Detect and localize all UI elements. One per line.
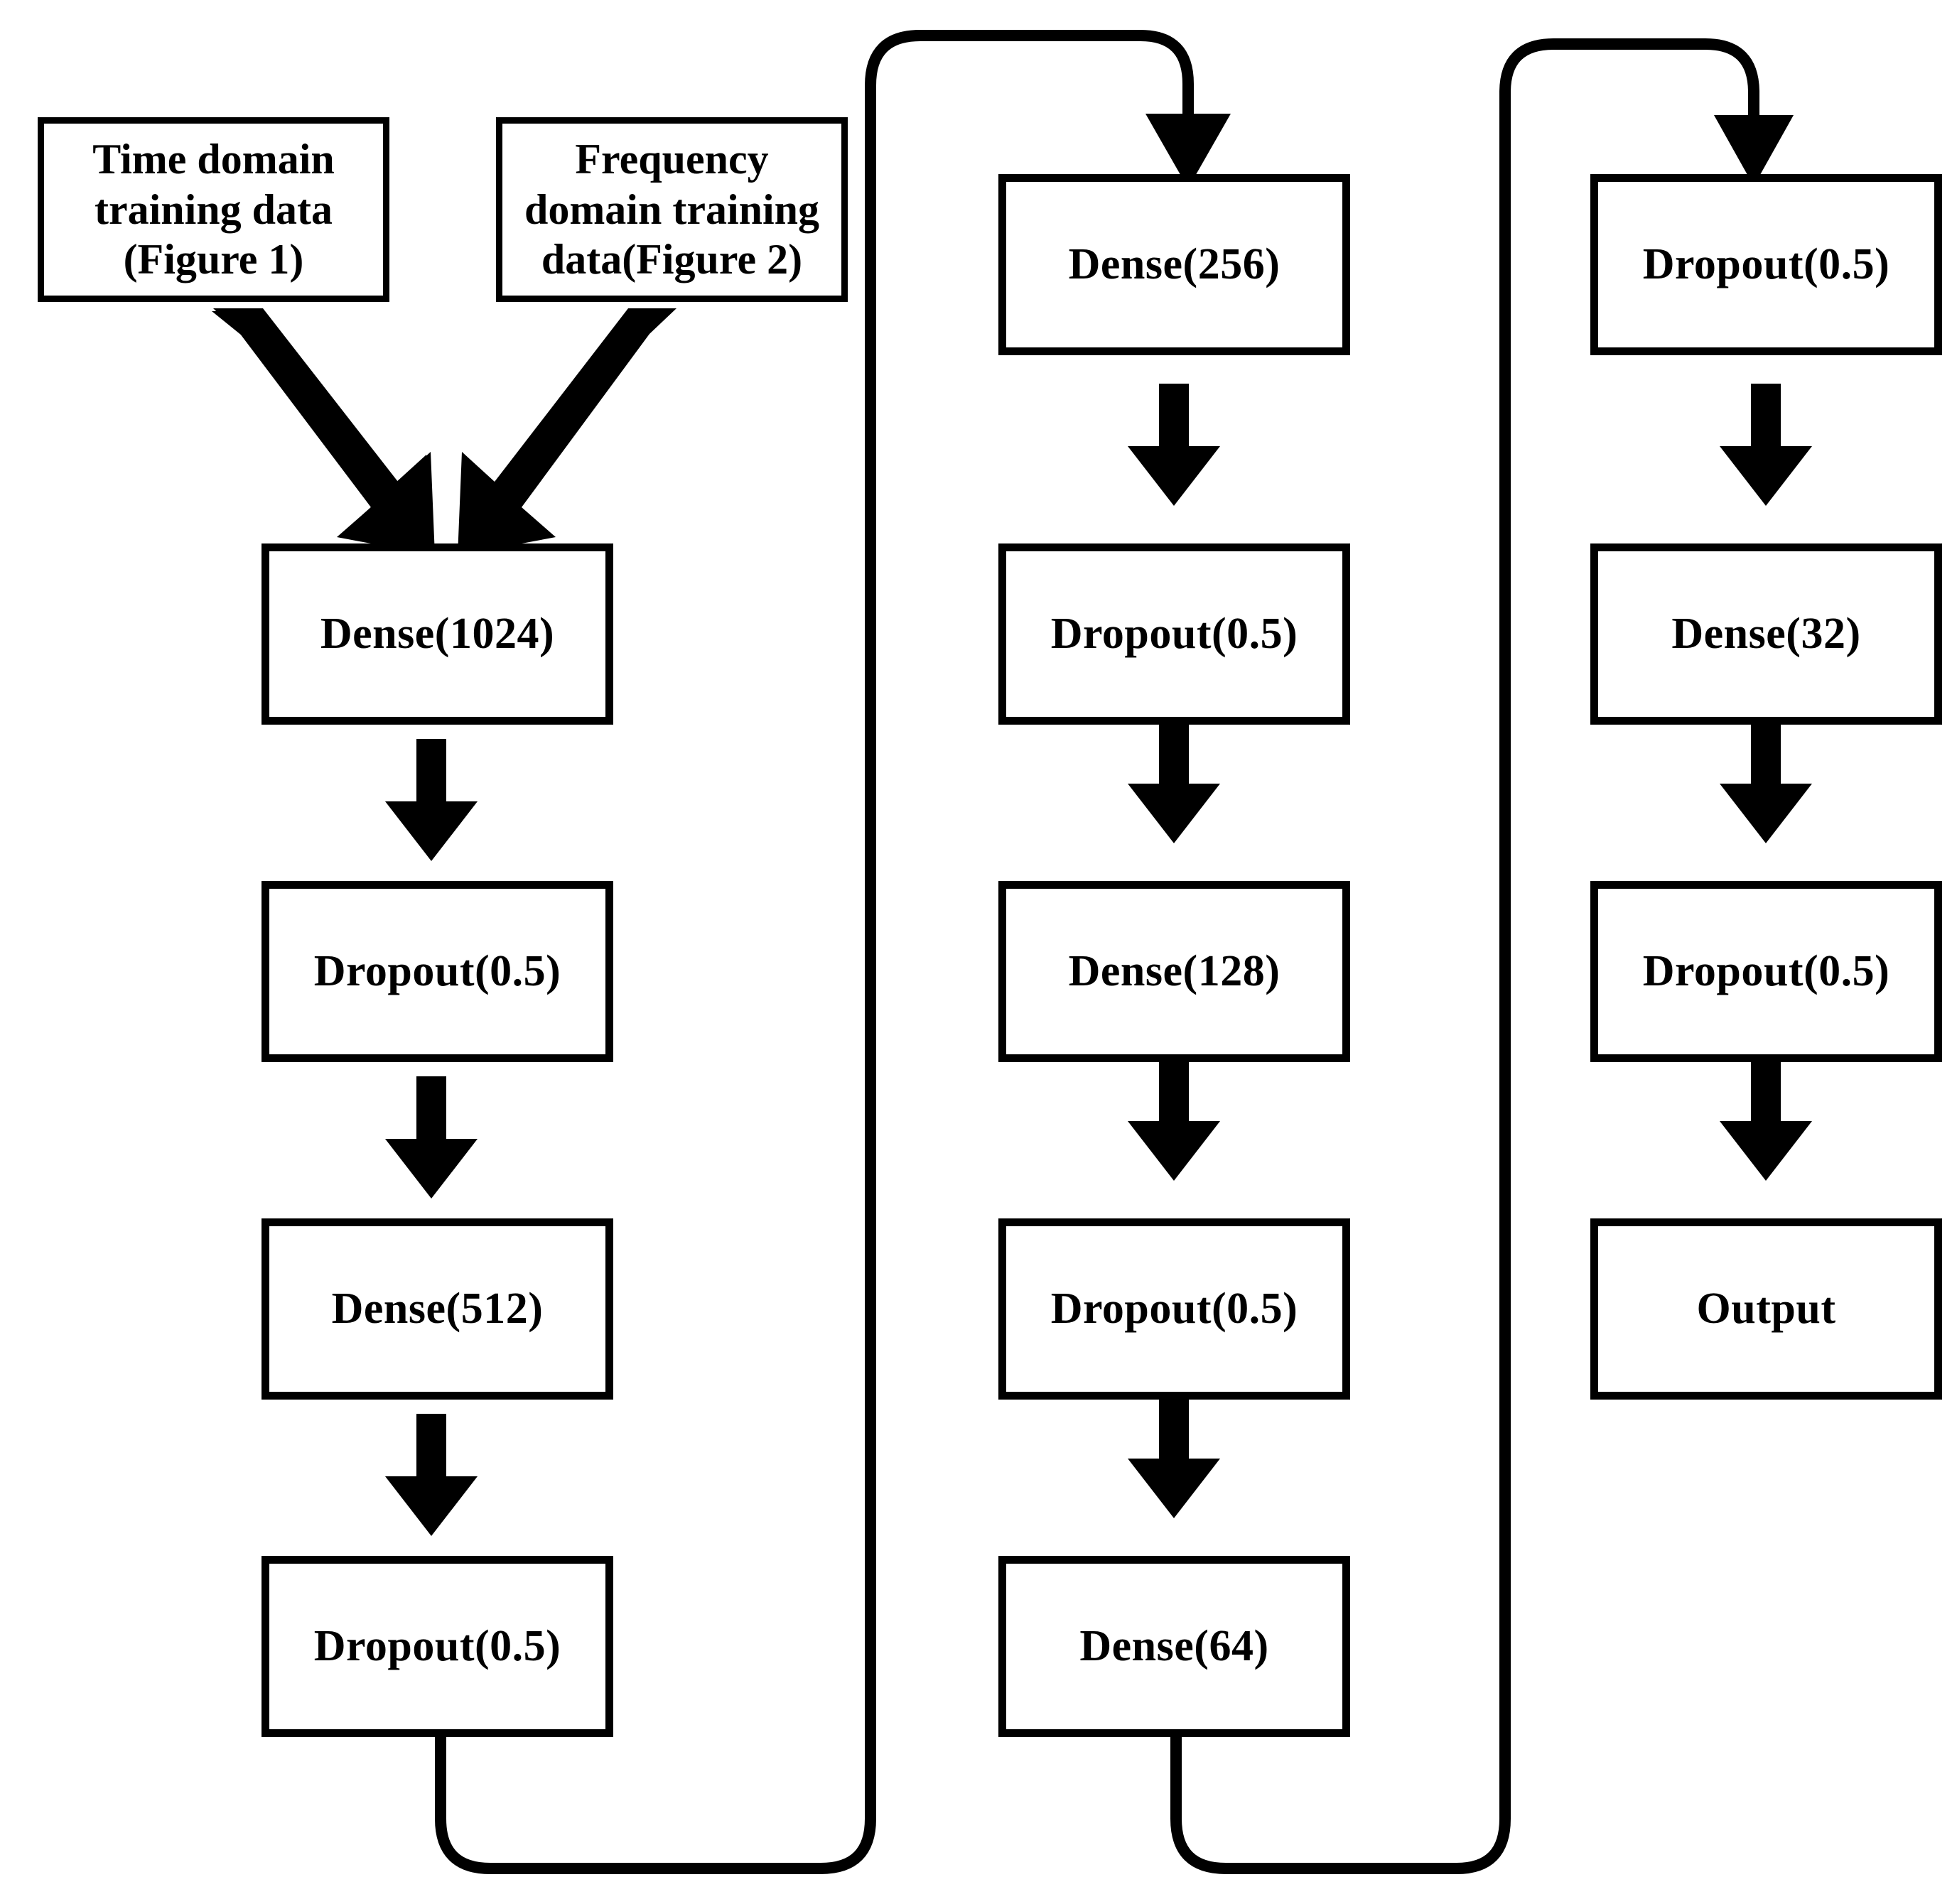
node-label: Dense(32) bbox=[1671, 609, 1861, 658]
node-dropout-3[interactable]: Dropout(0.5) bbox=[998, 543, 1350, 725]
block-arrow-dense512-dropout2 bbox=[385, 1414, 478, 1536]
node-label: Dense(128) bbox=[1068, 946, 1281, 995]
node-label: Dropout(0.5) bbox=[1050, 1284, 1298, 1333]
node-dense-128[interactable]: Dense(128) bbox=[998, 881, 1350, 1062]
node-dropout-6[interactable]: Dropout(0.5) bbox=[1590, 881, 1942, 1062]
node-label: Dropout(0.5) bbox=[1642, 239, 1890, 288]
node-dense-1024[interactable]: Dense(1024) bbox=[262, 543, 613, 725]
node-dense-512[interactable]: Dense(512) bbox=[262, 1218, 613, 1400]
block-arrow-dense32-dropout6 bbox=[1720, 721, 1812, 843]
node-dense-256[interactable]: Dense(256) bbox=[998, 174, 1350, 355]
node-label: Dropout(0.5) bbox=[313, 946, 561, 995]
node-dense-64[interactable]: Dense(64) bbox=[998, 1556, 1350, 1737]
node-dropout-5[interactable]: Dropout(0.5) bbox=[1590, 174, 1942, 355]
node-frequency-domain-input[interactable]: Frequency domain training data(Figure 2) bbox=[496, 117, 848, 302]
block-arrow-dropout5-dense32 bbox=[1720, 384, 1812, 506]
node-label: Time domain training data (Figure 1) bbox=[92, 135, 335, 283]
diagonal-arrow-frequency-domain bbox=[458, 308, 676, 556]
node-label: Dense(256) bbox=[1068, 239, 1281, 288]
block-arrow-dense128-dropout4 bbox=[1128, 1059, 1220, 1181]
node-output[interactable]: Output bbox=[1590, 1218, 1942, 1400]
block-arrow-dense1024-dropout1 bbox=[385, 739, 478, 861]
node-dropout-1[interactable]: Dropout(0.5) bbox=[262, 881, 613, 1062]
block-arrow-dropout1-dense512 bbox=[385, 1076, 478, 1199]
wrap-connector-col2-col3 bbox=[1170, 38, 1794, 1874]
node-label: Dense(64) bbox=[1079, 1621, 1269, 1670]
node-dropout-4[interactable]: Dropout(0.5) bbox=[998, 1218, 1350, 1400]
node-dropout-2[interactable]: Dropout(0.5) bbox=[262, 1556, 613, 1737]
node-label: Dense(512) bbox=[331, 1284, 544, 1333]
block-arrow-dense256-dropout3 bbox=[1128, 384, 1220, 506]
node-label: Dense(1024) bbox=[320, 609, 555, 658]
block-arrow-dropout6-output bbox=[1720, 1059, 1812, 1181]
block-arrow-dropout4-dense64 bbox=[1128, 1396, 1220, 1518]
block-arrow-dropout3-dense128 bbox=[1128, 721, 1220, 843]
node-dense-32[interactable]: Dense(32) bbox=[1590, 543, 1942, 725]
node-label: Output bbox=[1696, 1284, 1836, 1333]
diagonal-arrow-time-domain bbox=[212, 308, 435, 556]
node-label: Frequency domain training data(Figure 2) bbox=[524, 135, 820, 283]
node-time-domain-input[interactable]: Time domain training data (Figure 1) bbox=[38, 117, 389, 302]
node-label: Dropout(0.5) bbox=[1642, 946, 1890, 995]
node-label: Dropout(0.5) bbox=[313, 1621, 561, 1670]
node-label: Dropout(0.5) bbox=[1050, 609, 1298, 658]
wrap-connector-col1-col2 bbox=[435, 30, 1231, 1874]
